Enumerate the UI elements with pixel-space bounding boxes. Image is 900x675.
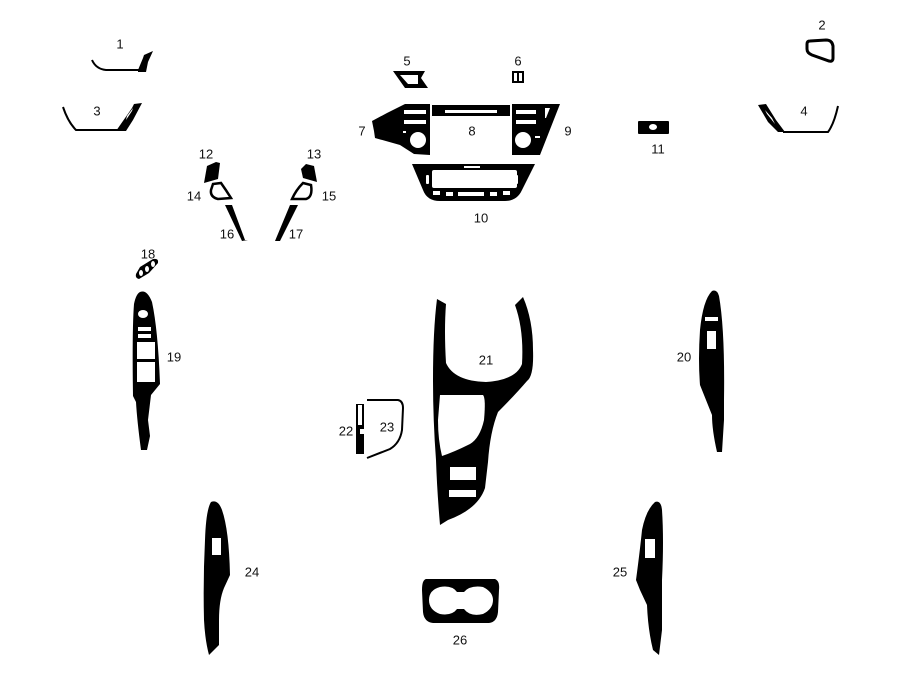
part-label-6: 6 bbox=[514, 53, 522, 69]
part-label-5: 5 bbox=[403, 53, 411, 69]
part-5-shape bbox=[393, 71, 428, 88]
part-24-shape bbox=[203, 501, 230, 655]
part-label-11: 11 bbox=[651, 141, 665, 157]
part-17-shape bbox=[275, 205, 298, 241]
part-label-14: 14 bbox=[186, 188, 202, 204]
part-12-shape bbox=[204, 162, 220, 183]
part-label-3: 3 bbox=[93, 103, 101, 119]
part-4-shape bbox=[758, 104, 839, 133]
part-label-18: 18 bbox=[140, 246, 156, 262]
part-3-shape bbox=[62, 103, 142, 131]
part-25-shape bbox=[636, 501, 663, 655]
part-9-shape bbox=[512, 104, 560, 155]
part-21-shape bbox=[433, 297, 534, 525]
part-6-shape bbox=[512, 71, 524, 83]
part-label-21: 21 bbox=[478, 352, 494, 368]
part-22-shape bbox=[356, 404, 364, 454]
part-label-1: 1 bbox=[116, 36, 124, 52]
part-19-shape bbox=[132, 291, 160, 450]
part-label-8: 8 bbox=[468, 123, 476, 139]
part-label-20: 20 bbox=[676, 349, 692, 365]
part-label-25: 25 bbox=[612, 564, 628, 580]
part-23-shape bbox=[366, 399, 405, 459]
part-8-shape bbox=[432, 105, 510, 116]
part-label-4: 4 bbox=[800, 103, 808, 119]
part-label-23: 23 bbox=[379, 419, 395, 435]
part-label-17: 17 bbox=[288, 226, 304, 242]
part-label-19: 19 bbox=[166, 349, 182, 365]
part-15-shape bbox=[290, 181, 313, 201]
part-1-shape bbox=[91, 51, 153, 72]
part-13-shape bbox=[301, 164, 317, 182]
part-18-shape bbox=[135, 258, 159, 279]
part-label-24: 24 bbox=[244, 564, 260, 580]
part-7-shape bbox=[372, 104, 430, 155]
part-label-7: 7 bbox=[358, 123, 366, 139]
part-26-shape bbox=[422, 579, 500, 623]
part-label-9: 9 bbox=[564, 123, 572, 139]
part-label-22: 22 bbox=[338, 423, 354, 439]
part-label-10: 10 bbox=[473, 210, 489, 226]
part-20-shape bbox=[699, 290, 725, 452]
part-label-16: 16 bbox=[219, 226, 235, 242]
part-label-2: 2 bbox=[818, 17, 826, 33]
part-label-13: 13 bbox=[306, 146, 322, 162]
part-14-shape bbox=[209, 181, 234, 201]
part-16-shape bbox=[225, 205, 248, 241]
part-2-shape bbox=[805, 38, 835, 63]
part-10-shape bbox=[412, 164, 535, 201]
part-label-12: 12 bbox=[198, 146, 214, 162]
part-11-shape bbox=[638, 121, 669, 134]
part-label-26: 26 bbox=[452, 632, 468, 648]
part-label-15: 15 bbox=[321, 188, 337, 204]
